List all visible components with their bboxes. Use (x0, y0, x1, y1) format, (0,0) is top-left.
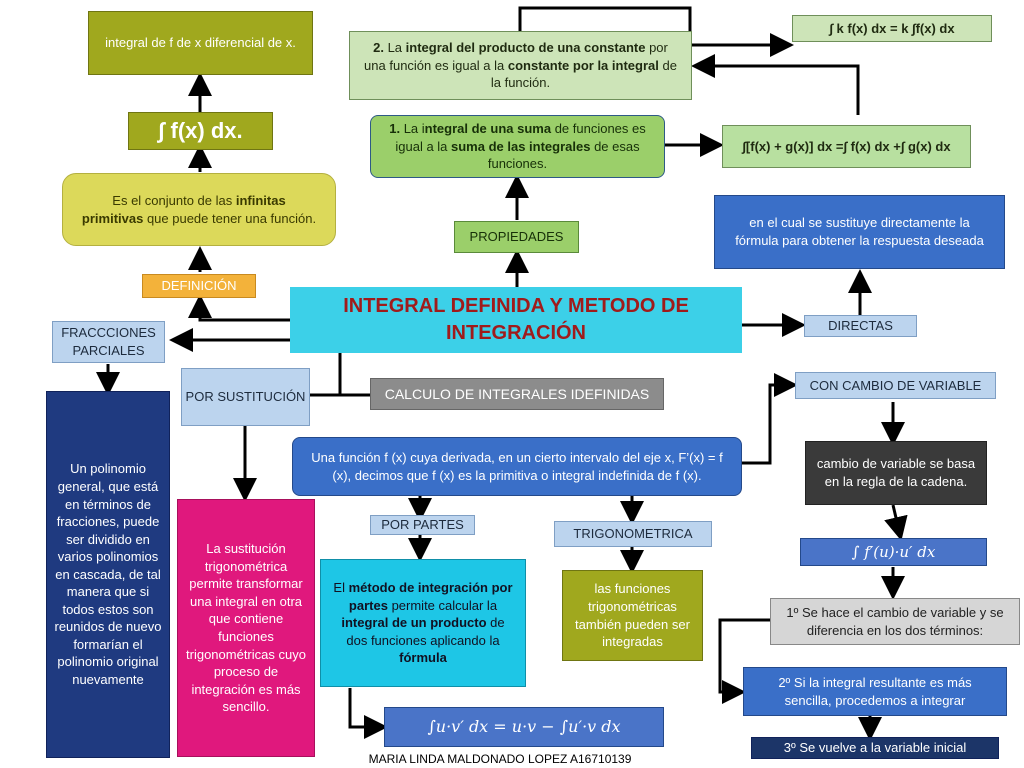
calculo-indefinidas-label: CALCULO DE INTEGRALES IDEFINIDAS (370, 378, 664, 410)
main-title: INTEGRAL DEFINIDA Y METODO DE INTEGRACIÓ… (290, 287, 742, 353)
step-3-box: 3º Se vuelve a la variable inicial (751, 737, 999, 759)
directas-text-box: en el cual se sustituye directamente la … (714, 195, 1005, 269)
propiedad-2-box: 2. La integral del producto de una const… (349, 31, 692, 100)
constante-formula-box: ∫ k f(x) dx = k ∫f(x) dx (792, 15, 992, 42)
trigonometrica-label: TRIGONOMETRICA (554, 521, 712, 547)
sustitucion-text-box: La sustitución trigonométrica permite tr… (177, 499, 315, 757)
cambio-variable-label: CON CAMBIO DE VARIABLE (795, 372, 996, 399)
conjunto-primitivas-box: Es el conjunto de las infinitas primitiv… (62, 173, 336, 246)
cambio-variable-text-box: cambio de variable se basa en la regla d… (805, 441, 987, 505)
por-partes-formula: ∫u·v′ dx = u·v − ∫u′·v dx (384, 707, 664, 747)
fracciones-label: FRACCCIONES PARCIALES (52, 321, 165, 363)
por-partes-label: POR PARTES (370, 515, 475, 535)
suma-formula-box: ∫[f(x) + g(x)] dx =∫ f(x) dx +∫ g(x) dx (722, 125, 971, 168)
cambio-variable-formula: ∫ f′(u)·u′ dx (800, 538, 987, 566)
fracciones-text-box: Un polinomio general, que está en términ… (46, 391, 170, 758)
propiedad-1-box: 1. La integral de una suma de funciones … (370, 115, 665, 178)
definicion-label: DEFINICIÓN (142, 274, 256, 298)
step-1-box: 1º Se hace el cambio de variable y se di… (770, 598, 1020, 645)
step-2-box: 2º Si la integral resultante es más senc… (743, 667, 1007, 716)
por-partes-text-box: El método de integración por partes perm… (320, 559, 526, 687)
integral-description-box: integral de f de x diferencial de x. (88, 11, 313, 75)
propiedades-label: PROPIEDADES (454, 221, 579, 253)
trigonometrica-text-box: las funciones trigonométricas también pu… (562, 570, 703, 661)
integral-symbol-box: ∫ f(x) dx. (128, 112, 273, 150)
sustitucion-label: POR SUSTITUCIÓN (181, 368, 310, 426)
definicion-main-box: Una función f (x) cuya derivada, en un c… (292, 437, 742, 496)
directas-label: DIRECTAS (804, 315, 917, 337)
author-footer: MARIA LINDA MALDONADO LOPEZ A16710139 (368, 752, 632, 767)
